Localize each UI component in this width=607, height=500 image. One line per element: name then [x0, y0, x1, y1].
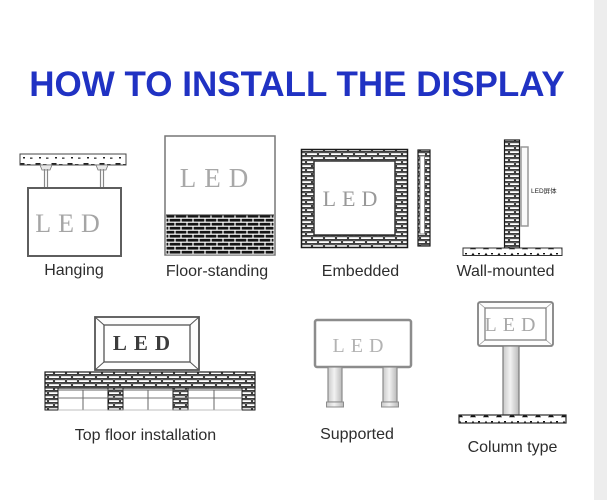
supported-illustration: LED	[313, 318, 413, 408]
support-leg	[382, 366, 398, 403]
display-panel-side	[520, 146, 529, 227]
brick-pier	[241, 387, 256, 411]
ground-bar	[458, 414, 567, 424]
hanger-plate	[39, 164, 53, 171]
page-title: HOW TO INSTALL THE DISPLAY	[29, 65, 565, 105]
top-floor-illustration: LED	[44, 316, 256, 411]
screen-text: LED	[333, 335, 390, 357]
display-panel	[27, 187, 122, 257]
wall-annotation-text: LED屏体	[531, 186, 557, 195]
right-gutter-strip	[594, 0, 607, 500]
figure-embedded: LED Embedded	[300, 148, 431, 281]
figure-top-floor: LED Top floor installation	[42, 315, 257, 445]
brick-pier	[107, 387, 124, 411]
column-type-illustration: LED	[458, 301, 567, 424]
screen-text: LED	[35, 209, 107, 238]
screen-text: LED	[180, 163, 256, 193]
brick-pier	[44, 387, 59, 411]
support-leg	[327, 366, 343, 403]
figure-column-type: LED Column type	[455, 298, 570, 457]
figure-label-column-type: Column type	[467, 439, 558, 456]
brick-pier	[172, 387, 189, 411]
figure-hanging: LED Hanging	[18, 150, 130, 280]
roof-slab	[44, 371, 256, 389]
screen-text: LED	[485, 314, 542, 336]
figure-label-supported: Supported	[320, 426, 394, 443]
display-panel	[313, 318, 413, 369]
display-panel	[103, 324, 191, 363]
floor-standing-illustration: LED	[164, 135, 276, 256]
ground-bar	[462, 247, 563, 256]
figure-label-floor-standing: Floor-standing	[165, 263, 269, 280]
leg-foot	[381, 401, 399, 408]
figure-supported: LED Supported	[313, 318, 413, 444]
hanging-illustration: LED	[19, 153, 127, 257]
figure-label-embedded: Embedded	[321, 263, 400, 280]
wall-mounted-illustration: LED屏体	[462, 139, 563, 256]
display-panel	[484, 307, 547, 341]
embedded-illustration: LED	[300, 148, 431, 249]
screen-text: LED	[113, 331, 177, 355]
screen-text: LED	[323, 186, 384, 211]
support-column	[502, 345, 520, 416]
figure-label-top-floor: Top floor installation	[74, 427, 217, 444]
brick-base	[166, 215, 274, 255]
figure-label-hanging: Hanging	[44, 262, 104, 279]
figure-wall-mounted: LED屏体 Wall-mounted	[455, 138, 570, 281]
wall-column	[503, 139, 521, 249]
figure-floor-standing: LED Floor-standing	[163, 134, 277, 281]
figure-label-wall-mounted: Wall-mounted	[456, 263, 555, 280]
leg-foot	[326, 401, 344, 408]
embedded-panel-side	[419, 155, 425, 235]
hanger-plate	[95, 164, 109, 171]
display-panel	[313, 160, 396, 236]
ceiling-beam	[19, 153, 127, 166]
